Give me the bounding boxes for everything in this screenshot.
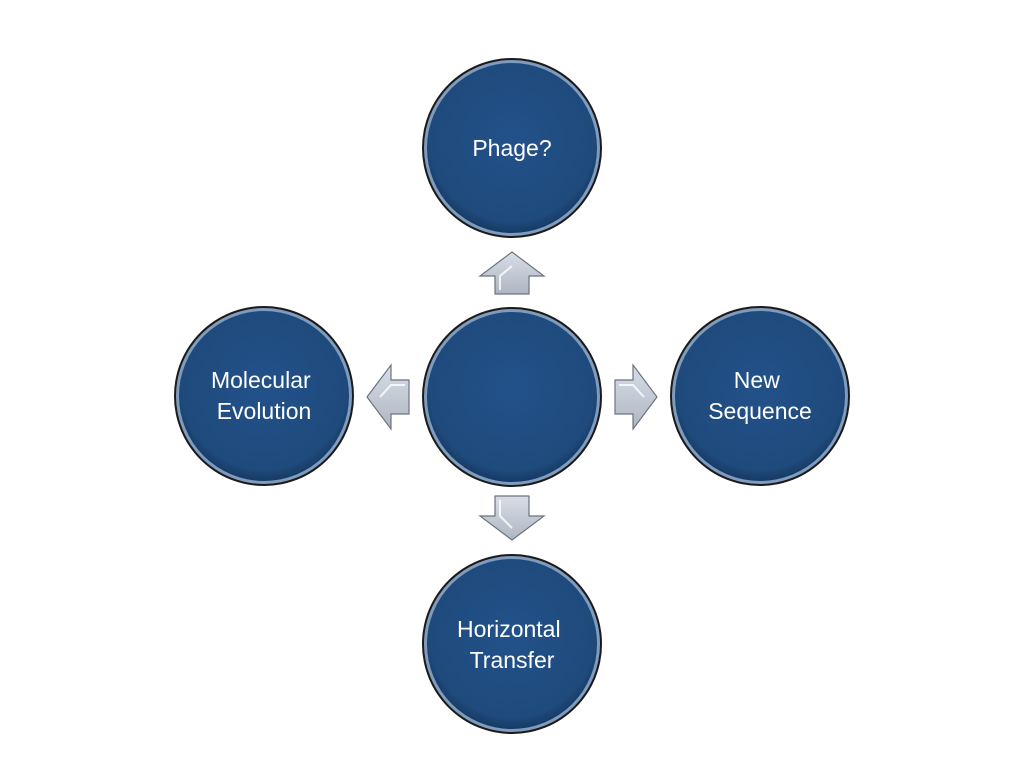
node-horizontal-transfer-line2: Transfer xyxy=(470,647,555,673)
node-molecular-evolution: Molecular Evolution xyxy=(174,306,354,486)
node-new-sequence-line2: Sequence xyxy=(708,398,812,424)
arrow-up xyxy=(478,251,546,295)
node-phage-line1: Phage? xyxy=(472,135,551,161)
node-molecular-evolution-line2: Evolution xyxy=(217,398,312,424)
node-horizontal-transfer: Horizontal Transfer xyxy=(422,554,602,734)
node-new-sequence-line1: New xyxy=(734,367,780,393)
node-horizontal-transfer-line1: Horizontal xyxy=(457,616,561,642)
node-phage-label: Phage? xyxy=(472,135,551,161)
arrow-left xyxy=(366,363,410,431)
center-node xyxy=(422,307,602,487)
node-horizontal-transfer-label: Horizontal Transfer xyxy=(457,616,567,673)
node-molecular-evolution-label: Molecular Evolution xyxy=(211,367,317,424)
node-molecular-evolution-line1: Molecular xyxy=(211,367,311,393)
node-new-sequence-label: New Sequence xyxy=(708,367,812,424)
node-new-sequence: New Sequence xyxy=(670,306,850,486)
arrow-right xyxy=(614,363,658,431)
arrow-down xyxy=(478,495,546,541)
node-phage: Phage? xyxy=(422,58,602,238)
